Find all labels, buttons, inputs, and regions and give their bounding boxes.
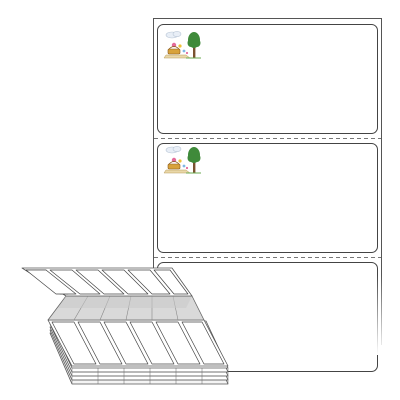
stack-top-labels: [51, 321, 225, 365]
label-2: [157, 143, 378, 253]
upper-sheet-labels: [25, 269, 189, 295]
label-1: [157, 24, 378, 134]
stack-side: [71, 368, 229, 384]
fanfold-stack: [21, 267, 229, 385]
